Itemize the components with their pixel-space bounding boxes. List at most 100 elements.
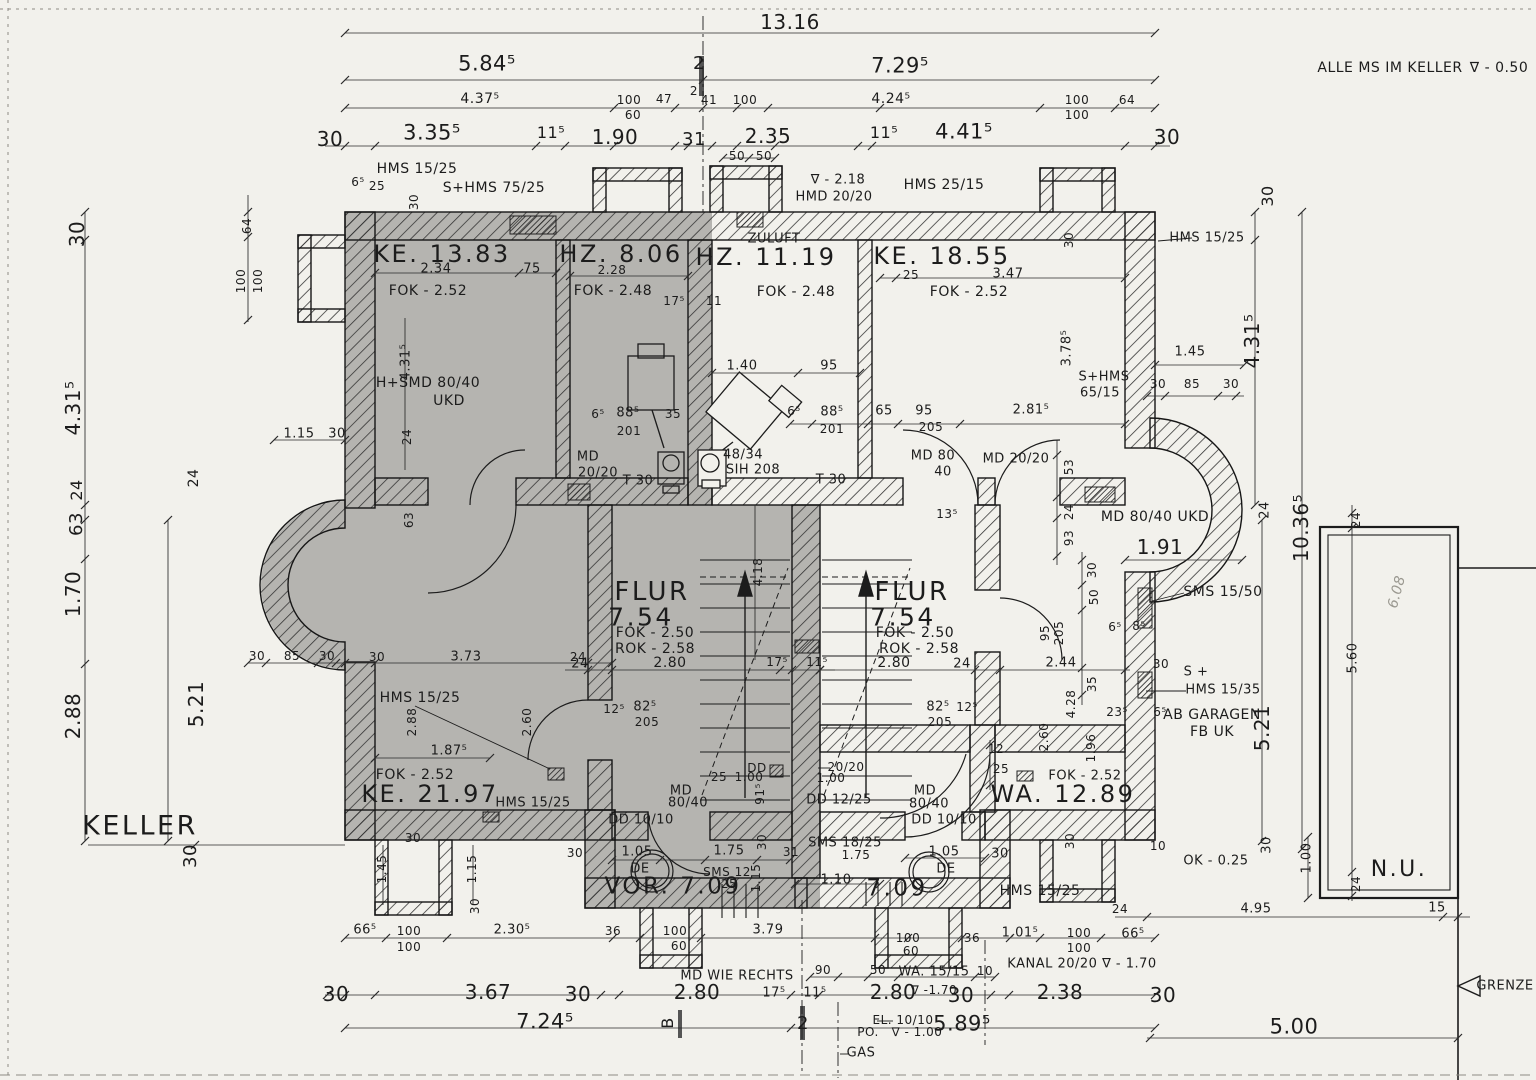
plan-label: 4.95 [1240, 901, 1272, 917]
plan-label: 30 [368, 650, 386, 664]
plan-label: 100 [396, 924, 422, 938]
plan-label: 4.28 [1064, 689, 1078, 719]
plan-label: 2.81⁵ [1012, 402, 1050, 418]
plan-label: 7.29⁵ [871, 53, 929, 78]
plan-label: DD 10/10 [911, 812, 977, 828]
plan-label: MD [669, 783, 693, 799]
plan-label: FOK - 2.48 [756, 284, 836, 300]
plan-label: 50 [755, 149, 773, 163]
plan-label: 8⁵ [1132, 619, 1146, 633]
plan-label: 60 [670, 939, 688, 953]
plan-label: 17⁵ [663, 294, 685, 308]
plan-label: 20/20 [578, 465, 618, 481]
plan-label: MD 80/40 UKD [1100, 509, 1210, 525]
plan-label: 15 [1428, 900, 1446, 916]
plan-label: 13.16 [760, 10, 820, 34]
plan-label: 2.88 [405, 707, 419, 737]
plan-label: FOK - 2.52 [929, 284, 1009, 300]
plan-label: 30 [1258, 185, 1277, 207]
plan-label: FOK - 2.48 [573, 283, 653, 299]
room-hz-806: HZ. 8.06 [559, 240, 683, 268]
plan-label: H+SMD 80/40 [375, 375, 481, 391]
plan-label: 24 [67, 479, 86, 501]
plan-label: 24 [1111, 902, 1129, 916]
plan-label: 5.84⁵ [458, 51, 516, 76]
plan-label: FOK - 2.52 [388, 283, 468, 299]
room-ke-2197: KE. 21.97 [361, 780, 499, 808]
plan-label: 82⁵ [633, 699, 657, 715]
plan-label: 2 [797, 1013, 809, 1034]
plan-label: 1.90 [591, 125, 639, 149]
plan-label: DE [936, 861, 956, 877]
plan-label: 6⁵ [351, 175, 365, 189]
plan-label: HMS 15/35 [1185, 682, 1261, 698]
plan-label: 41 [700, 93, 718, 107]
plan-label: 100 [1066, 926, 1092, 940]
plan-label: 13⁵ [936, 507, 958, 521]
room-709: 7.09 [866, 875, 928, 902]
plan-label: 4.37⁵ [460, 91, 500, 107]
room-wa-1289: WA. 12.89 [990, 780, 1136, 808]
plan-label: 85 [283, 649, 301, 663]
plan-label: 5.00 [1269, 1014, 1319, 1039]
plan-label: 36 [963, 931, 981, 945]
plan-label: 2.34 [420, 261, 452, 277]
plan-label: SIH 208 [725, 462, 781, 478]
plan-label: 11⁵ [869, 123, 899, 142]
plan-label: FOK - 2.52 [1048, 768, 1122, 784]
plan-label: 11 [705, 294, 723, 308]
plan-label: 1.91 [1136, 535, 1184, 559]
plan-label: 47 [655, 92, 673, 106]
plan-label: 30 [947, 983, 975, 1007]
room-flur-right: FLUR [874, 577, 950, 607]
plan-label: 60 [624, 108, 642, 122]
plan-label: 24 [1349, 511, 1363, 529]
plan-label: 3.47 [992, 266, 1024, 282]
plan-label: 88⁵ [616, 405, 640, 421]
plan-label: 1.75 [841, 848, 871, 862]
plan-label: 2 [689, 84, 699, 98]
plan-label: 3.35⁵ [403, 120, 461, 145]
plan-label: 100 [662, 924, 688, 938]
nu-garage [1318, 525, 1536, 1080]
plan-label: 2.35 [744, 124, 792, 148]
plan-label: AB GARAGEN [1163, 707, 1261, 723]
plan-label: 4.31⁵ [1240, 313, 1264, 369]
plan-label: DD 10/10 [608, 812, 674, 828]
plan-label: 6⁵ [591, 407, 605, 421]
plan-label: 95 [1038, 624, 1052, 642]
plan-label: 30 [1085, 561, 1099, 579]
plan-label: 2.60 [1037, 722, 1051, 752]
plan-label: 10.36⁵ [1289, 493, 1313, 563]
plan-label: 31 [682, 129, 706, 150]
plan-label: 12⁵ [603, 702, 625, 716]
plan-label: 30 [564, 982, 592, 1006]
plan-label: HMS 25/15 [903, 177, 985, 193]
plan-label: 205 [634, 715, 660, 729]
corner-note: ALLE MS IM KELLER [1317, 60, 1463, 76]
plan-label: 93 [1062, 529, 1076, 547]
plan-label: 30 [328, 426, 346, 442]
leader-lines [414, 237, 1193, 1055]
plan-label: 30 [1153, 125, 1181, 149]
plan-label: 30 [1062, 231, 1076, 249]
plan-label: 3.73 [450, 649, 482, 665]
stairs [700, 559, 912, 918]
plan-label: 30 [248, 649, 266, 663]
plan-label: 7.54 [870, 602, 936, 632]
plan-label: HMS 15/25 [1169, 230, 1245, 246]
plan-label: 1.75 [713, 843, 745, 859]
section-lines [678, 16, 986, 1078]
room-hz-1119: HZ. 11.19 [695, 243, 837, 271]
room-flur-left: FLUR [614, 577, 690, 607]
plan-label: 100 [1066, 941, 1092, 955]
plan-label: 48/34 [723, 447, 763, 463]
plan-label: 100 [616, 93, 642, 107]
plan-label: GAS [846, 1045, 876, 1061]
floor-drains [630, 849, 950, 893]
plan-label: 35 [664, 407, 682, 421]
plan-label: ∇ - 1.00 [891, 1025, 943, 1039]
plan-label: 85 [1183, 377, 1201, 391]
plan-label: 30 [1259, 836, 1275, 854]
